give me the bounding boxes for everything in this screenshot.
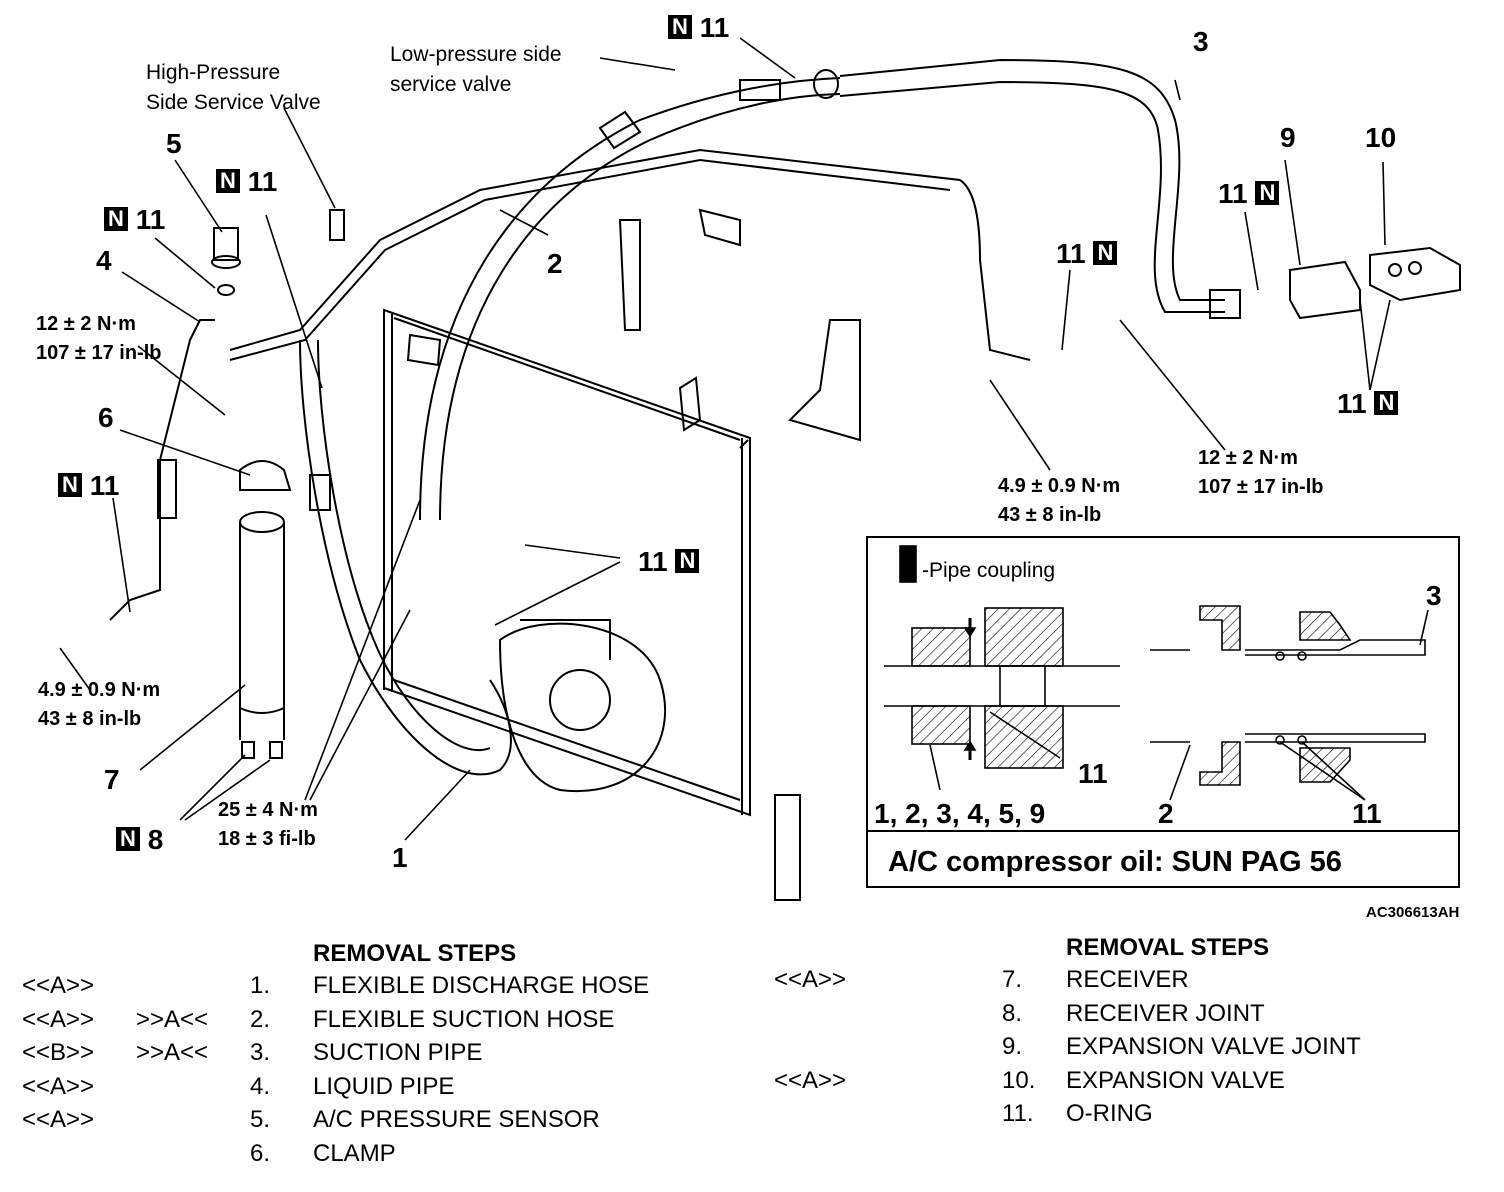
callout-11-valve: 11 N	[1337, 388, 1399, 420]
liquid-pipe-drawing	[109, 148, 1031, 621]
step-name: CLAMP	[313, 1139, 396, 1167]
step-post-marker: >>A<<	[136, 1005, 209, 1033]
pipe-coupling-legend: -Pipe coupling	[922, 559, 1056, 582]
callout-9: 9	[1280, 122, 1296, 153]
inset-label-11-left: 11	[1078, 758, 1108, 789]
callout-6: 6	[98, 402, 114, 433]
removal-step-row: 9. EXPANSION VALVE JOINT	[0, 1033, 1490, 1063]
callout-11-left: N 11	[58, 470, 119, 502]
inset-label-3: 3	[1426, 580, 1442, 611]
pipe-coupling-inset	[866, 536, 1460, 888]
removal-steps-title-left: REMOVAL STEPS	[313, 940, 517, 967]
compressor-oil-text: A/C compressor oil: SUN PAG 56	[888, 846, 1342, 878]
bracket-drawing	[618, 208, 861, 442]
inset-label-11-right: 11	[1352, 798, 1382, 829]
removal-steps-title-right: REMOVAL STEPS	[1066, 934, 1270, 961]
step-pre-marker: <<A>>	[774, 1066, 847, 1094]
compressor-oil-bar	[868, 830, 1458, 886]
leader-lines	[59, 37, 1391, 841]
step-pre-marker: <<A>>	[22, 1072, 95, 1100]
step-pre-marker: <<A>>	[22, 972, 95, 999]
callout-11-joint: 11 N	[1218, 178, 1280, 210]
step-number: 9.	[1002, 1033, 1023, 1060]
step-name: RECEIVER JOINT	[1066, 999, 1265, 1027]
callout-8: N 8	[116, 824, 163, 856]
step-number: 6.	[250, 1139, 271, 1167]
step-number: 1.	[250, 972, 271, 999]
step-pre-marker: <<B>>	[22, 1039, 95, 1066]
step-pre-marker: <<A>>	[22, 1005, 95, 1033]
inset-parts-label: 1, 2, 3, 4, 5, 9	[874, 798, 1046, 829]
removal-step-row: 8. RECEIVER JOINT	[0, 1000, 1490, 1030]
callout-11-condenser: 11 N	[638, 546, 700, 578]
callout-2: 2	[547, 248, 563, 279]
step-name: FLEXIBLE SUCTION HOSE	[313, 1005, 615, 1033]
step-number: 2.	[250, 1005, 271, 1033]
removal-step-row: <<B>> >>A<< 3. SUCTION PIPE	[0, 1039, 720, 1069]
callout-11-hp: N 11	[216, 166, 277, 198]
inset-label-2: 2	[1158, 798, 1174, 829]
compressor-drawing	[498, 619, 666, 793]
step-number: 5.	[250, 1106, 271, 1133]
callout-5: 5	[166, 128, 182, 159]
removal-step-row: <<A>> 1. FLEXIBLE DISCHARGE HOSE	[0, 972, 720, 1002]
step-name: SUCTION PIPE	[313, 1039, 483, 1066]
step-number: 3.	[250, 1039, 271, 1066]
removal-step-row: <<A>> 7. RECEIVER	[0, 966, 1490, 996]
callout-4: 4	[96, 245, 112, 276]
callout-11-top: N 11	[668, 12, 729, 44]
step-pre-marker: <<A>>	[774, 966, 847, 993]
step-name: EXPANSION VALVE	[1066, 1066, 1285, 1094]
step-number: 10.	[1002, 1066, 1036, 1094]
step-name: FLEXIBLE DISCHARGE HOSE	[313, 972, 650, 999]
receiver-drawing	[239, 511, 285, 759]
callout-10: 10	[1365, 122, 1397, 153]
callout-1: 1	[392, 842, 408, 873]
pressure-sensor-drawing	[211, 227, 241, 296]
step-number: 4.	[250, 1072, 271, 1100]
step-number: 11.	[1002, 1100, 1034, 1127]
step-name: A/C PRESSURE SENSOR	[313, 1106, 600, 1133]
discharge-hose-drawing	[299, 339, 512, 776]
callout-11-liquid-end: 11 N	[1056, 238, 1118, 270]
clamp-drawing	[239, 460, 292, 491]
step-name: EXPANSION VALVE JOINT	[1066, 1033, 1361, 1060]
step-pre-marker: <<A>>	[22, 1106, 95, 1133]
step-name: LIQUID PIPE	[313, 1072, 455, 1100]
callout-3: 3	[1193, 26, 1209, 57]
step-name: O-RING	[1066, 1100, 1153, 1127]
step-post-marker: >>A<<	[136, 1039, 209, 1066]
step-name: RECEIVER	[1066, 966, 1189, 993]
removal-step-row: <<A>> >>A<< 2. FLEXIBLE SUCTION HOSE	[0, 1006, 720, 1036]
diagram-id: AC306613AH	[1366, 904, 1460, 921]
callout-11-sensor: N 11	[104, 204, 165, 236]
suction-hose-drawing	[406, 58, 1241, 521]
removal-step-row: 6. CLAMP	[0, 1140, 720, 1170]
removal-step-row: <<A>> 10. EXPANSION VALVE	[0, 1067, 1490, 1097]
expansion-valve-drawing	[1289, 246, 1461, 320]
callout-7: 7	[104, 764, 120, 795]
removal-step-row: 11. O-RING	[0, 1100, 1490, 1130]
condenser-drawing	[383, 308, 801, 901]
pipe-coupling-drawing	[884, 545, 1429, 801]
step-number: 8.	[1002, 999, 1023, 1027]
removal-step-row: <<A>> 4. LIQUID PIPE	[0, 1073, 720, 1103]
step-number: 7.	[1002, 966, 1023, 993]
removal-step-row: <<A>> 5. A/C PRESSURE SENSOR	[0, 1106, 720, 1136]
